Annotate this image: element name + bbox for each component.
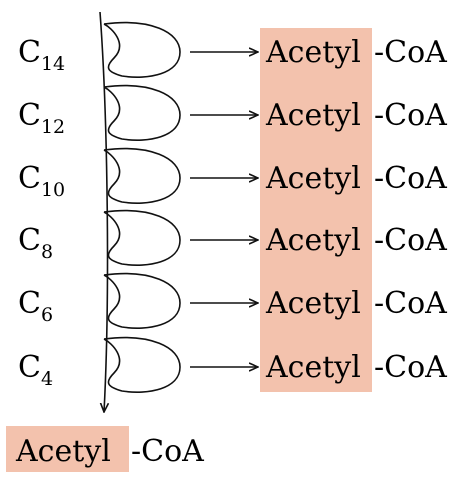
acetyl-label: Acetyl <box>265 286 361 321</box>
carbon-symbol: C <box>18 35 41 70</box>
carbon-count-label: C6 <box>18 286 53 326</box>
coa-label: -CoA <box>374 286 447 321</box>
product-arrows <box>190 52 258 367</box>
carbon-symbol: C <box>18 98 41 133</box>
carbon-count-label: C8 <box>18 223 53 263</box>
carbon-symbol: C <box>18 161 41 196</box>
acetyl-label: Acetyl <box>265 35 361 70</box>
final-coa-label: -CoA <box>131 434 204 469</box>
spiral-loop <box>103 147 181 204</box>
spiral-loop <box>103 336 181 393</box>
acetyl-highlight-column <box>260 28 372 392</box>
spiral-loop <box>103 272 181 329</box>
coa-label: -CoA <box>374 98 447 133</box>
acetyl-label: Acetyl <box>265 161 361 196</box>
acetyl-label: Acetyl <box>265 223 361 258</box>
coa-label: -CoA <box>374 350 447 385</box>
carbon-subscript: 8 <box>41 241 53 263</box>
spiral-loop <box>103 209 181 266</box>
carbon-count-label: C14 <box>18 35 65 75</box>
spiral-backbone <box>99 11 107 412</box>
acetyl-label: Acetyl <box>265 98 361 133</box>
carbon-subscript: 10 <box>41 179 65 201</box>
final-acetyl-highlight <box>6 426 129 472</box>
acetyl-label: Acetyl <box>265 350 361 385</box>
carbon-subscript: 4 <box>41 368 53 390</box>
carbon-symbol: C <box>18 350 41 385</box>
carbon-count-label: C12 <box>18 98 65 138</box>
coa-label: -CoA <box>374 161 447 196</box>
carbon-subscript: 6 <box>41 304 53 326</box>
carbon-symbol: C <box>18 223 41 258</box>
carbon-symbol: C <box>18 286 41 321</box>
spiral-loop <box>103 21 181 78</box>
coa-label: -CoA <box>374 35 447 70</box>
final-acetyl-label: Acetyl <box>15 434 111 469</box>
spiral-loop <box>103 84 181 141</box>
coa-label: -CoA <box>374 223 447 258</box>
carbon-subscript: 12 <box>41 116 65 138</box>
carbon-count-label: C4 <box>18 350 53 390</box>
spiral-pathway <box>99 11 181 412</box>
carbon-subscript: 14 <box>41 53 65 75</box>
carbon-count-label: C10 <box>18 161 65 201</box>
